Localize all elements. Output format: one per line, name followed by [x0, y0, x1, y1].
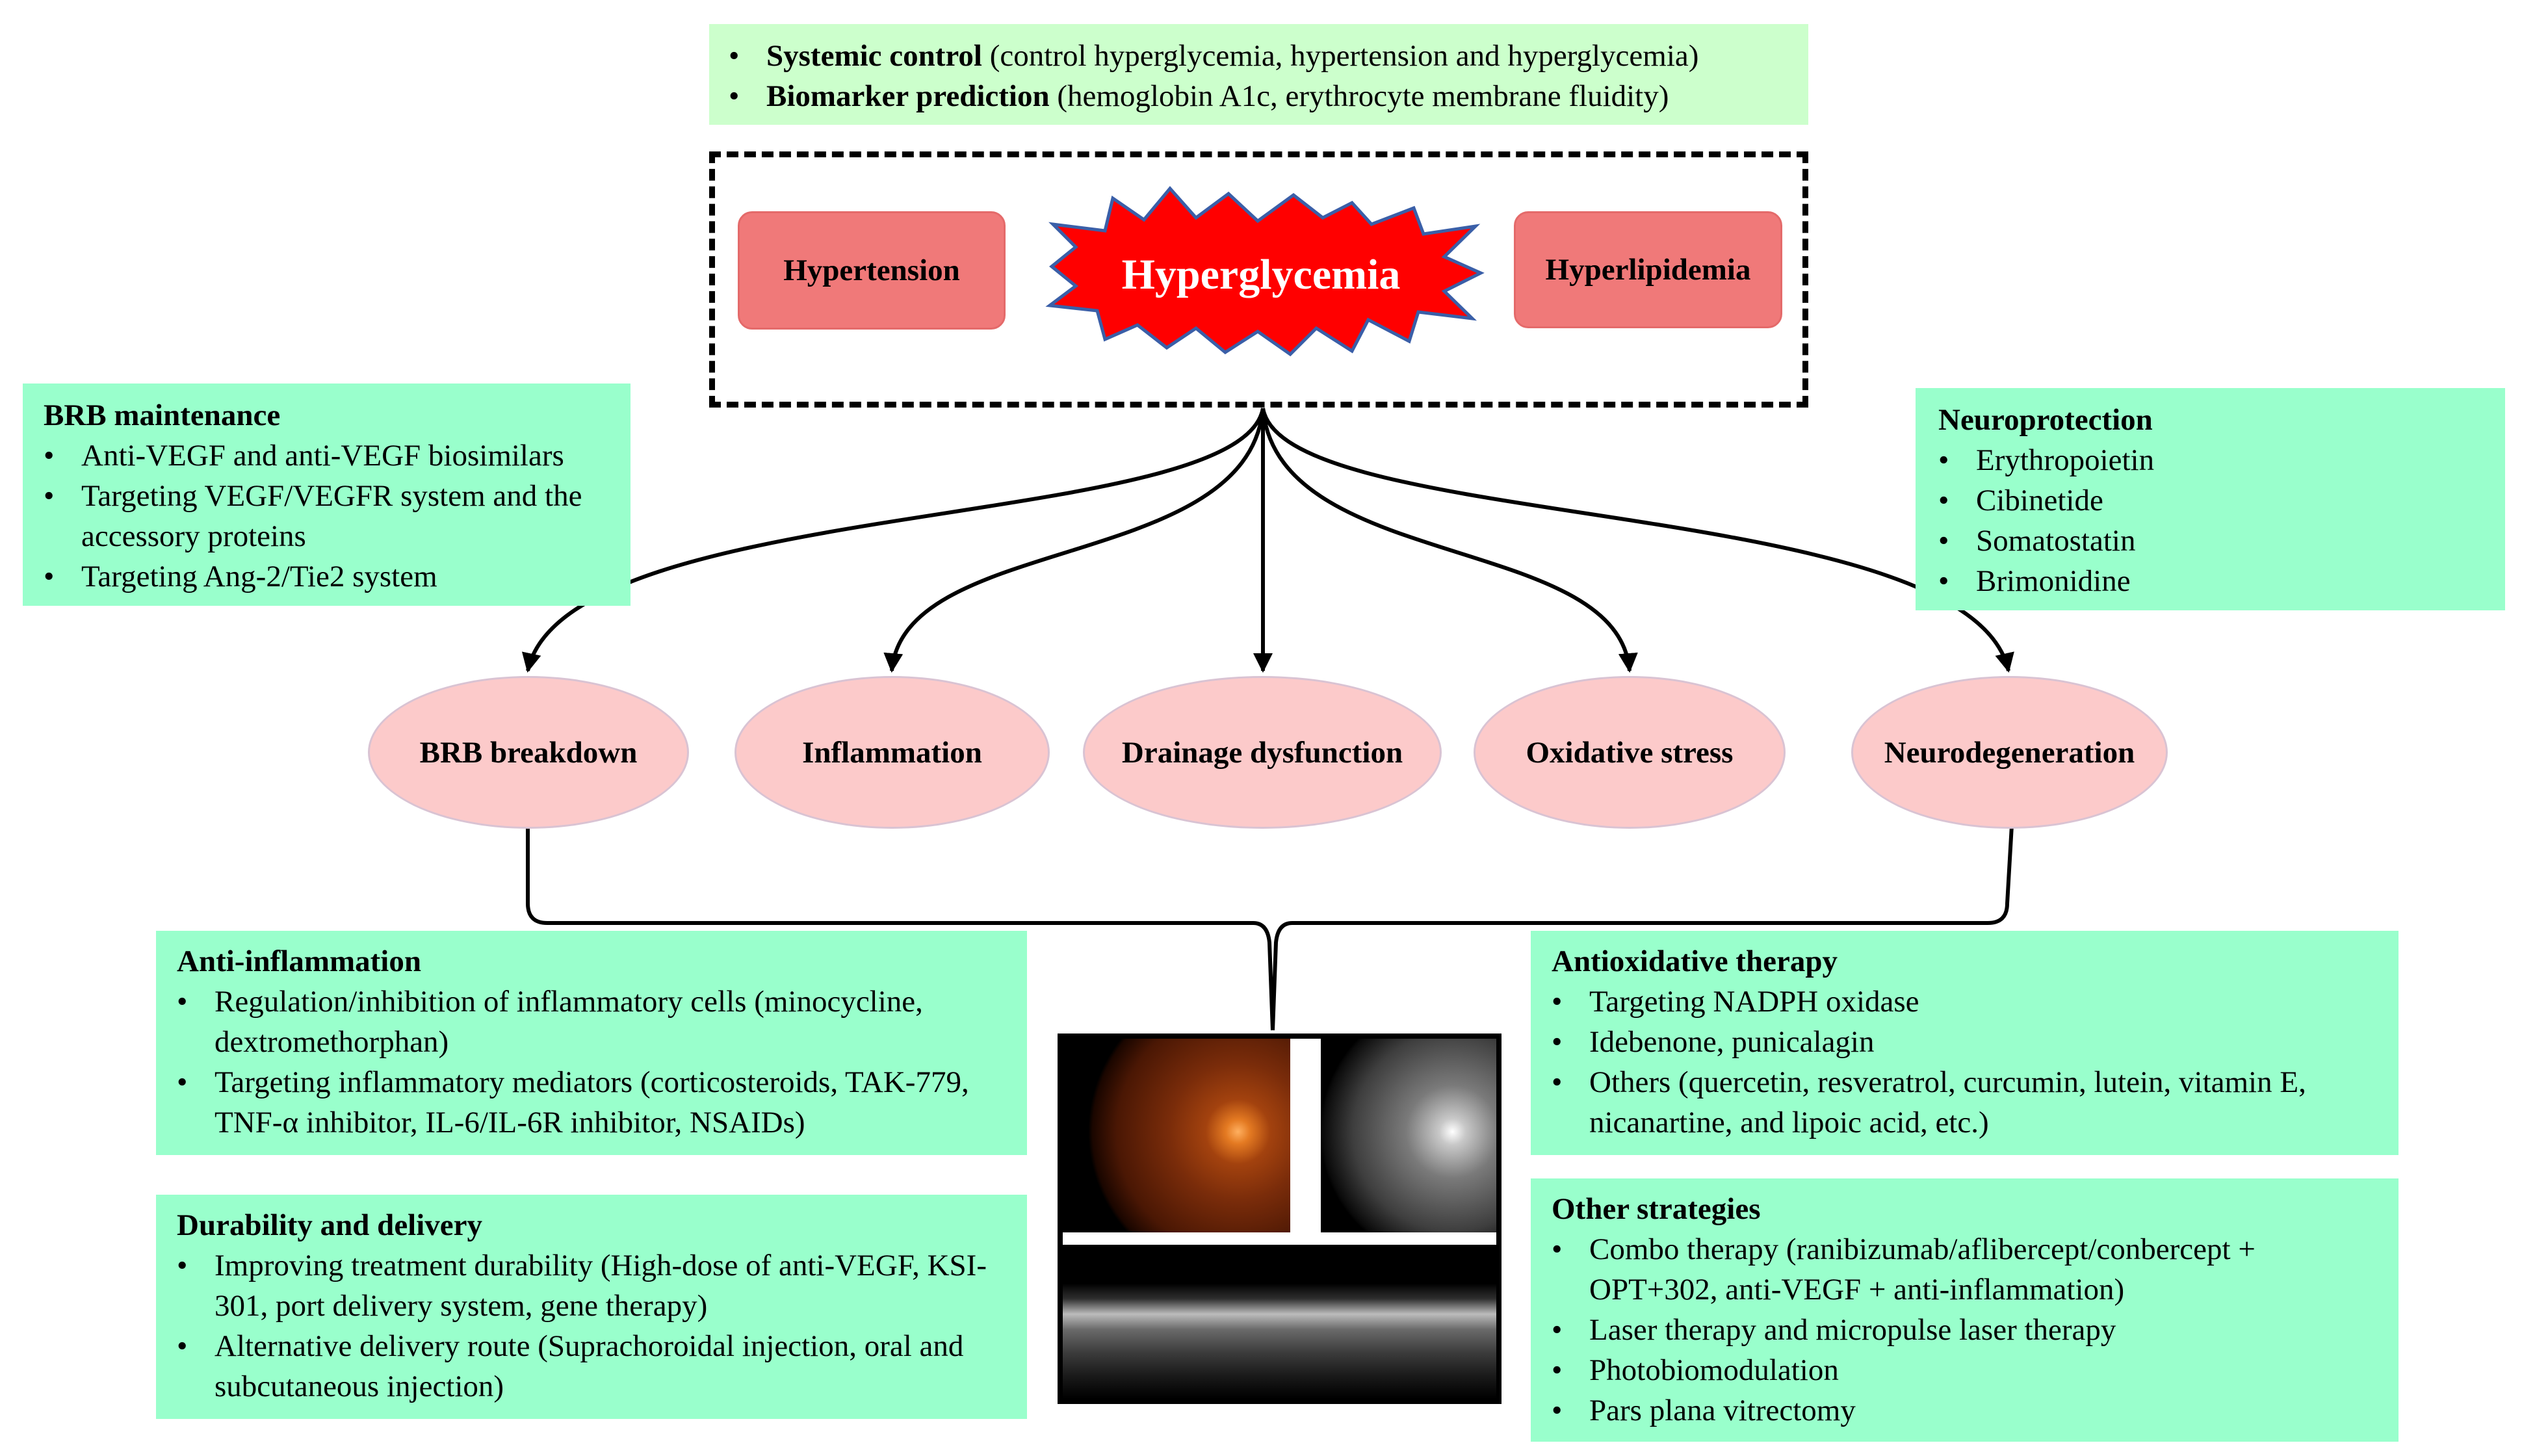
- durability-delivery-title: Durability and delivery: [177, 1208, 483, 1242]
- systemic-control-list: Systemic control (control hyperglycemia,…: [729, 36, 1808, 116]
- other-strategies-item: Photobiomodulation: [1552, 1350, 2377, 1390]
- hyperglycemia-star-shape: [1045, 186, 1485, 357]
- systemic-control-item: Systemic control (control hyperglycemia,…: [729, 36, 1808, 76]
- anti-inflammation-list: Regulation/inhibition of inflammatory ce…: [177, 982, 1002, 1143]
- drainage-dysfunction-ellipse: Drainage dysfunction: [1083, 676, 1442, 829]
- durability-delivery-item: Improving treatment durability (High-dos…: [177, 1245, 1002, 1326]
- anti-inflammation-item: Targeting inflammatory mediators (cortic…: [177, 1062, 1002, 1143]
- neuroprotection-item: Cibinetide: [1938, 480, 2505, 521]
- risk-factors-frame: [709, 151, 1808, 408]
- brb-maintenance-item: Targeting VEGF/VEGFR system and the acce…: [44, 476, 588, 556]
- arrow-to-inflammation: [883, 408, 1265, 673]
- durability-delivery-item: Alternative delivery route (Suprachoroid…: [177, 1326, 1002, 1407]
- antioxidative-therapy-box: Antioxidative therapy Targeting NADPH ox…: [1531, 931, 2398, 1155]
- brb-maintenance-item: Targeting Ang-2/Tie2 system: [44, 556, 630, 597]
- antioxidative-therapy-list: Targeting NADPH oxidase Idebenone, punic…: [1552, 982, 2377, 1143]
- oxidative-stress-ellipse: Oxidative stress: [1474, 676, 1786, 829]
- fundus-photograph: [1063, 1039, 1290, 1232]
- systemic-control-box: Systemic control (control hyperglycemia,…: [709, 24, 1808, 125]
- other-strategies-item: Laser therapy and micropulse laser thera…: [1552, 1310, 2377, 1350]
- other-strategies-item: Combo therapy (ranibizumab/aflibercept/c…: [1552, 1229, 2377, 1310]
- neuroprotection-box: Neuroprotection Erythropoietin Cibinetid…: [1916, 388, 2505, 610]
- antioxidative-therapy-item: Idebenone, punicalagin: [1552, 1022, 2377, 1062]
- neuroprotection-item: Somatostatin: [1938, 521, 2505, 561]
- neuroprotection-item: Brimonidine: [1938, 561, 2505, 601]
- brb-maintenance-list: Anti-VEGF and anti-VEGF biosimilars Targ…: [44, 436, 630, 597]
- other-strategies-item: Pars plana vitrectomy: [1552, 1390, 2377, 1431]
- durability-delivery-box: Durability and delivery Improving treatm…: [156, 1195, 1027, 1419]
- neurodegeneration-ellipse: Neurodegeneration: [1851, 676, 2168, 829]
- durability-delivery-list: Improving treatment durability (High-dos…: [177, 1245, 1002, 1407]
- anti-inflammation-title: Anti-inflammation: [177, 944, 421, 978]
- antioxidative-therapy-title: Antioxidative therapy: [1552, 944, 1838, 978]
- retinal-images-panel: [1058, 1034, 1502, 1404]
- oct-scan-image: [1063, 1245, 1496, 1399]
- brb-maintenance-box: BRB maintenance Anti-VEGF and anti-VEGF …: [23, 384, 630, 606]
- antioxidative-therapy-item: Targeting NADPH oxidase: [1552, 982, 2377, 1022]
- arrow-to-brb-breakdown: [522, 408, 1265, 673]
- anti-inflammation-box: Anti-inflammation Regulation/inhibition …: [156, 931, 1027, 1155]
- inflammation-ellipse: Inflammation: [734, 676, 1050, 829]
- other-strategies-title: Other strategies: [1552, 1192, 1761, 1226]
- antioxidative-therapy-item: Others (quercetin, resveratrol, curcumin…: [1552, 1062, 2377, 1143]
- image-divider: [1290, 1039, 1321, 1232]
- biomarker-prediction-item: Biomarker prediction (hemoglobin A1c, er…: [729, 76, 1808, 116]
- hyperglycemia-label: Hyperglycemia: [1121, 251, 1401, 298]
- neuroprotection-title: Neuroprotection: [1938, 403, 2153, 437]
- other-strategies-list: Combo therapy (ranibizumab/aflibercept/c…: [1552, 1229, 2377, 1431]
- bracket-mechanisms-to-images: [526, 825, 2014, 1031]
- brb-maintenance-item: Anti-VEGF and anti-VEGF biosimilars: [44, 436, 630, 476]
- image-divider: [1063, 1232, 1496, 1245]
- brb-breakdown-ellipse: BRB breakdown: [368, 676, 689, 829]
- other-strategies-box: Other strategies Combo therapy (ranibizu…: [1531, 1178, 2398, 1442]
- arrow-to-neurodegeneration: [1261, 408, 2014, 673]
- neuroprotection-list: Erythropoietin Cibinetide Somatostatin B…: [1938, 440, 2505, 601]
- hyperlipidemia-box: Hyperlipidemia: [1514, 211, 1782, 328]
- neuroprotection-item: Erythropoietin: [1938, 440, 2505, 480]
- fluorescein-angiogram: [1321, 1039, 1496, 1232]
- hypertension-box: Hypertension: [738, 211, 1006, 330]
- brb-maintenance-title: BRB maintenance: [44, 398, 281, 432]
- arrow-to-oxidative-stress: [1261, 408, 1638, 673]
- anti-inflammation-item: Regulation/inhibition of inflammatory ce…: [177, 982, 1002, 1062]
